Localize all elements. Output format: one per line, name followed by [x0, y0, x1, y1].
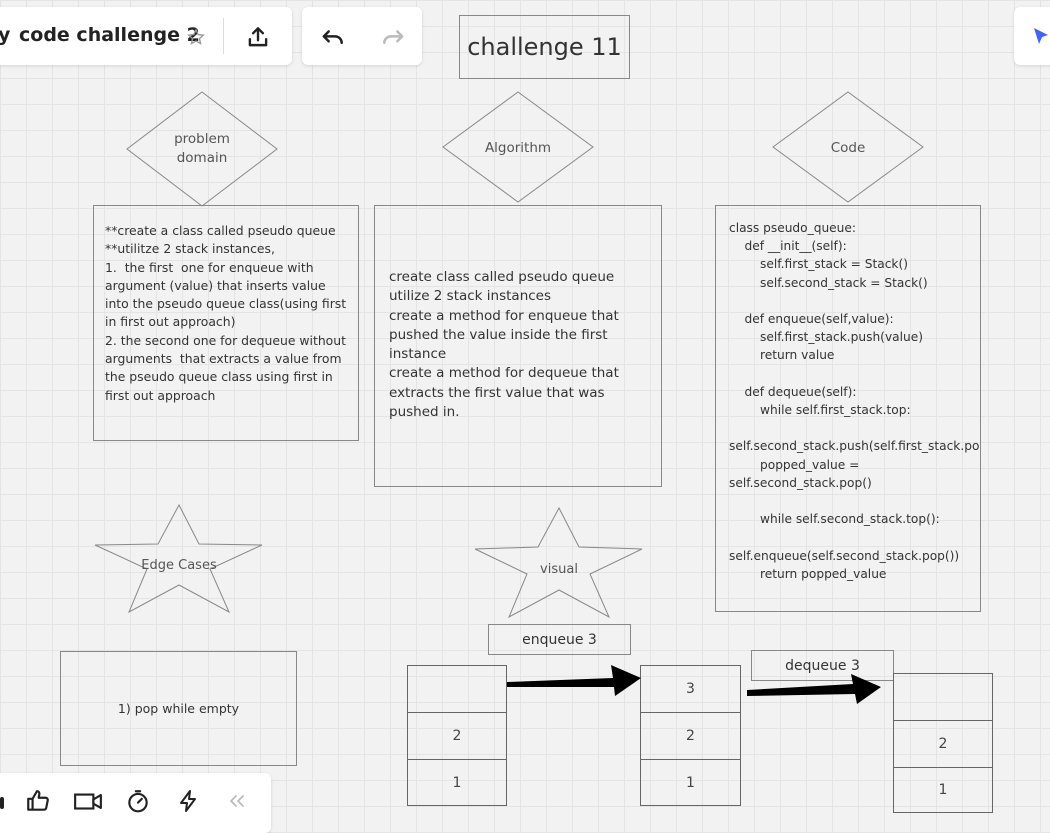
stack-cell: 1	[452, 774, 462, 791]
problem-domain-diamond[interactable]: problem domain	[125, 91, 279, 207]
algorithm-label: Algorithm	[485, 140, 551, 156]
video-button[interactable]	[71, 786, 105, 816]
cursor-mode-button[interactable]	[1030, 25, 1050, 49]
toolbar-divider	[223, 18, 224, 54]
algorithm-box[interactable]	[374, 205, 662, 487]
edge-cases-star[interactable]: Edge Cases	[93, 504, 265, 614]
stack-before: 2 1	[407, 665, 507, 806]
timer-icon	[128, 790, 148, 813]
stack-after-enqueue: 3 2 1	[640, 665, 741, 806]
lightning-icon	[180, 790, 196, 812]
board-title-panel	[0, 7, 292, 65]
title-frame[interactable]: challenge 11	[459, 15, 630, 79]
stack-cell: 3	[641, 666, 740, 713]
visual-label: visual	[540, 562, 578, 577]
dequeue-label: dequeue 3	[785, 657, 860, 674]
upload-icon	[248, 27, 268, 47]
dequeue-label-box[interactable]: dequeue 3	[751, 650, 894, 681]
redo-button[interactable]	[378, 23, 408, 53]
problem-domain-text: **create a class called pseudo queue **u…	[105, 223, 347, 403]
algorithm-diamond[interactable]: Algorithm	[441, 91, 595, 203]
lightning-button[interactable]	[173, 786, 203, 816]
undo-icon	[322, 30, 343, 45]
board-title[interactable]: y code challenge 2	[0, 24, 200, 46]
board-title-text: code challenge 2	[19, 24, 200, 46]
code-box[interactable]: class pseudo_queue: def __init__(self): …	[715, 205, 981, 612]
stack-cell: 1	[938, 782, 948, 798]
stack-cell	[408, 666, 506, 713]
like-button[interactable]	[23, 786, 53, 816]
video-camera-icon	[74, 793, 102, 810]
problem-domain-box[interactable]	[93, 205, 359, 441]
enqueue-label-box[interactable]: enqueue 3	[488, 624, 631, 655]
title-frame-text: challenge 11	[467, 33, 622, 61]
dequeue-arrow[interactable]	[745, 672, 885, 712]
code-label: Code	[831, 140, 866, 156]
collapse-toolbar-button[interactable]	[226, 790, 248, 812]
edge-cases-box[interactable]: 1) pop while empty	[60, 651, 297, 766]
stack-after-dequeue: 2 1	[893, 673, 993, 813]
visual-star[interactable]: visual	[473, 507, 645, 619]
stack-cell: 2	[641, 713, 740, 760]
algorithm-text: create class called pseudo queue utilize…	[389, 269, 619, 421]
share-button[interactable]	[243, 22, 273, 52]
redo-icon	[383, 30, 404, 45]
cursor-arrow-icon	[1034, 28, 1048, 44]
timer-button[interactable]	[123, 786, 153, 816]
star-icon	[187, 28, 205, 45]
bottom-toolbar	[0, 773, 271, 833]
star-button[interactable]	[184, 25, 208, 49]
enqueue-label: enqueue 3	[522, 631, 597, 648]
undo-button[interactable]	[318, 23, 348, 53]
stack-cell: 1	[686, 774, 695, 791]
problem-domain-label-line2: domain	[177, 150, 228, 166]
edge-cases-text: 1) pop while empty	[117, 701, 240, 716]
enqueue-arrow[interactable]	[505, 660, 645, 700]
stack-cell: 2	[408, 713, 506, 760]
edge-cases-label: Edge Cases	[141, 558, 217, 573]
stack-cell: 2	[894, 721, 992, 768]
stack-cell	[894, 674, 992, 721]
code-diamond[interactable]: Code	[771, 91, 925, 203]
board-title-prefix: y	[0, 24, 11, 46]
collapse-icon	[230, 795, 244, 807]
thumbs-up-icon	[27, 790, 49, 811]
problem-domain-label-line1: problem	[174, 131, 230, 147]
bottom-toolbar-partial-dot	[0, 797, 4, 809]
code-text: class pseudo_queue: def __init__(self): …	[729, 221, 981, 581]
